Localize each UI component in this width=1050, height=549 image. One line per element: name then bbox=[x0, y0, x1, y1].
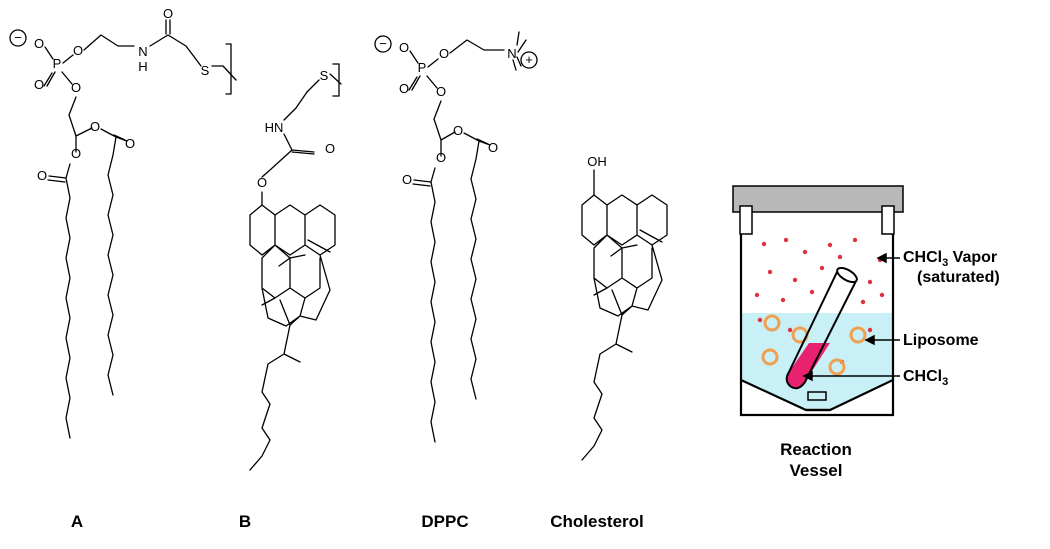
reaction-vessel bbox=[732, 185, 904, 417]
svg-text:N: N bbox=[138, 44, 147, 59]
svg-text:S: S bbox=[201, 63, 210, 78]
svg-text:S: S bbox=[320, 68, 329, 83]
charge-minus-dppc: − bbox=[374, 35, 392, 53]
svg-text:O: O bbox=[163, 6, 173, 21]
svg-text:O: O bbox=[90, 119, 100, 134]
svg-text:O: O bbox=[436, 84, 446, 99]
svg-text:−: − bbox=[14, 30, 22, 45]
svg-text:N: N bbox=[507, 46, 516, 61]
svg-text:O: O bbox=[399, 40, 409, 55]
svg-text:O: O bbox=[34, 36, 44, 51]
chcl3-label: CHCl3 bbox=[903, 368, 948, 388]
svg-text:O: O bbox=[399, 81, 409, 96]
svg-text:P: P bbox=[53, 56, 62, 71]
molecule-a: − O P O O O N H O S O O O O bbox=[9, 6, 237, 439]
stir-bar bbox=[807, 391, 827, 401]
svg-text:O: O bbox=[257, 175, 267, 190]
svg-text:−: − bbox=[379, 36, 387, 51]
svg-text:O: O bbox=[125, 136, 135, 151]
svg-text:O: O bbox=[71, 146, 81, 161]
svg-text:O: O bbox=[436, 150, 446, 165]
svg-text:+: + bbox=[525, 52, 533, 67]
vessel-title-line1: Reaction bbox=[780, 440, 852, 459]
molecule-b: S HN O O bbox=[249, 63, 342, 471]
svg-text:H: H bbox=[138, 59, 147, 74]
svg-text:O: O bbox=[439, 46, 449, 61]
svg-text:HN: HN bbox=[265, 120, 284, 135]
caption-b: B bbox=[239, 512, 251, 531]
vessel-cap bbox=[732, 185, 904, 235]
svg-text:P: P bbox=[418, 60, 427, 75]
caption-a: A bbox=[71, 512, 83, 531]
charge-plus-dppc: + bbox=[520, 51, 538, 69]
liposome-label: Liposome bbox=[903, 332, 979, 349]
svg-text:O: O bbox=[402, 172, 412, 187]
test-tube bbox=[785, 267, 858, 390]
svg-text:O: O bbox=[73, 43, 83, 58]
vapor-label-line2: (saturated) bbox=[917, 269, 1000, 286]
svg-text:O: O bbox=[325, 141, 335, 156]
vessel-title-line2: Vessel bbox=[790, 461, 843, 480]
vapor-label: CHCl3 Vapor bbox=[903, 249, 997, 269]
charge-minus-a: − bbox=[9, 29, 27, 47]
svg-text:O: O bbox=[37, 168, 47, 183]
molecule-dppc: − + O P O O O N O O O O bbox=[374, 31, 538, 443]
svg-text:O: O bbox=[71, 80, 81, 95]
molecule-cholesterol: OH bbox=[581, 154, 668, 461]
svg-text:O: O bbox=[488, 140, 498, 155]
caption-cholesterol: Cholesterol bbox=[550, 512, 644, 531]
svg-text:O: O bbox=[453, 123, 463, 138]
svg-text:OH: OH bbox=[587, 154, 607, 169]
svg-text:O: O bbox=[34, 77, 44, 92]
label-arrows bbox=[802, 252, 900, 382]
caption-dppc: DPPC bbox=[421, 512, 468, 531]
